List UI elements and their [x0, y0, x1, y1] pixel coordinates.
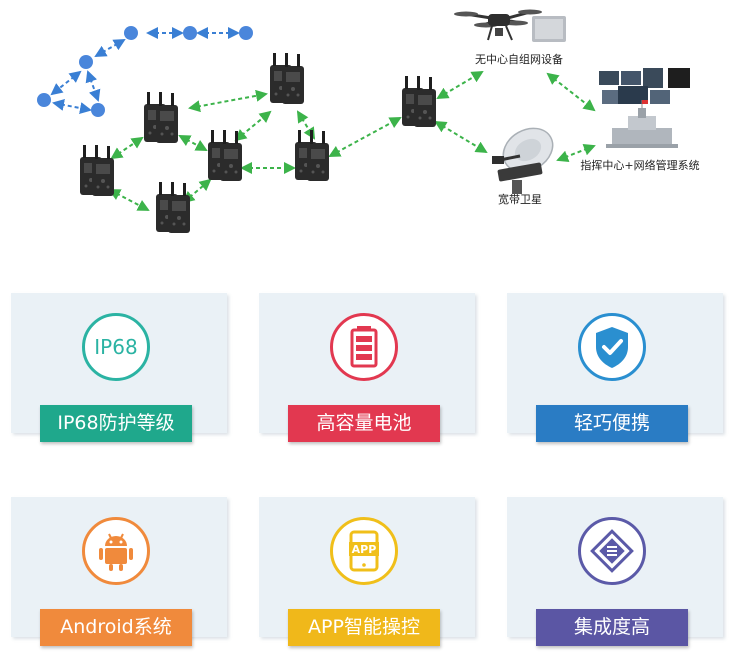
ip68-icon: IP68 — [94, 335, 137, 359]
radio-device-5 — [270, 53, 304, 104]
feature-label-android: Android系统 — [40, 609, 192, 646]
mesh-green-links — [108, 70, 596, 211]
android-icon — [99, 533, 133, 571]
feature-card-app: APP APP智能操控 — [259, 497, 475, 646]
satellite-label: 宽带卫星 — [498, 192, 542, 206]
network-diagram: 无中心自组网设备 宽带卫星 指挥中心+网络管理系统 — [37, 9, 700, 233]
radio-device-2 — [144, 92, 178, 143]
svg-text:IP68: IP68 — [94, 335, 137, 359]
radio-device-3 — [156, 182, 190, 233]
drone-label: 无中心自组网设备 — [475, 52, 563, 66]
chip-icon — [590, 529, 634, 573]
mesh-blue-links — [50, 27, 240, 114]
battery-icon — [350, 326, 378, 368]
command-center-screens-icon — [599, 68, 690, 104]
feature-label-battery: 高容量电池 — [288, 405, 440, 442]
radio-device-6 — [295, 130, 329, 181]
command-center-building-icon — [606, 100, 678, 148]
feature-card-battery: 高容量电池 — [259, 293, 475, 442]
drone-icon — [454, 9, 542, 41]
feature-card-integration: 集成度高 — [507, 497, 723, 646]
radio-device-4 — [208, 130, 242, 181]
feature-label-portable: 轻巧便携 — [536, 405, 688, 442]
radio-device-1 — [80, 145, 114, 196]
feature-card-android: Android系统 — [11, 497, 227, 646]
radio-device-7 — [402, 76, 436, 127]
mesh-blue-nodes — [37, 26, 253, 117]
feature-label-app: APP智能操控 — [288, 609, 440, 646]
feature-label-integration: 集成度高 — [536, 609, 688, 646]
feature-card-ip68: IP68 IP68防护等级 — [11, 293, 227, 442]
command-center-label: 指挥中心+网络管理系统 — [580, 158, 699, 172]
mesh-device-icon — [532, 16, 566, 42]
svg-text:APP: APP — [352, 543, 377, 556]
app-phone-icon: APP — [349, 530, 379, 572]
feature-label-ip68: IP68防护等级 — [40, 405, 192, 442]
feature-card-portable: 轻巧便携 — [507, 293, 723, 442]
shield-check-icon — [596, 327, 628, 368]
satellite-dish-icon — [492, 127, 554, 194]
